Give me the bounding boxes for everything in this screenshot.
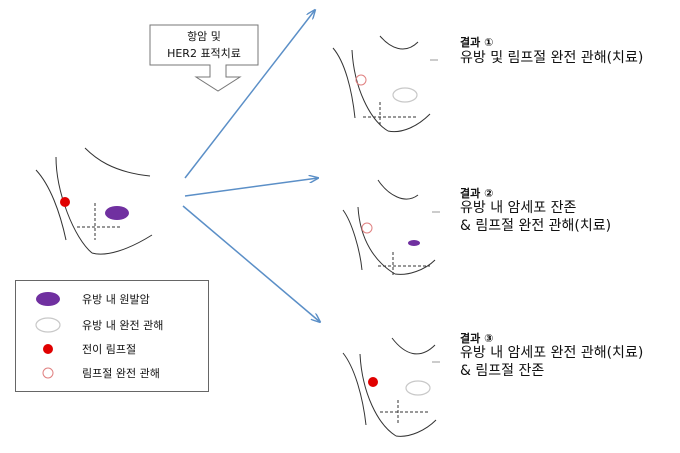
primary-tumor-initial <box>105 206 129 220</box>
treatment-callout: 항암 및 HER2 표적치료 <box>150 25 258 65</box>
arrow-to-outcome-1 <box>184 10 315 179</box>
metastatic-node-initial <box>60 197 70 207</box>
outcome-1-sketch <box>332 35 431 133</box>
outcome-2-sketch <box>342 179 436 277</box>
legend-item-metastatic-node: 전이 림프절 <box>16 339 208 359</box>
arrow-to-outcome-2 <box>184 178 318 197</box>
legend-item-tumor-response: 유방 내 완전 관해 <box>16 315 208 335</box>
outcome-2-desc-line-1: 유방 내 암세포 잔존 <box>460 200 577 216</box>
filled-ellipse-icon <box>36 292 60 306</box>
legend-label: 림프절 완전 관해 <box>82 367 160 380</box>
outcome-1-desc-line-1: 유방 및 림프절 완전 관해(치료) <box>460 50 644 66</box>
outcome-1-title: 결과 ① <box>460 36 494 49</box>
initial-breast-sketch <box>35 147 153 255</box>
outline-circle-icon <box>42 367 54 379</box>
outcome-3-title: 결과 ③ <box>460 332 494 345</box>
arrow-to-outcome-3 <box>182 205 320 322</box>
responded-node-outcome-2 <box>361 222 373 234</box>
outcome-3-desc-line-2: & 림프절 잔존 <box>460 363 545 379</box>
filled-circle-icon <box>43 344 53 354</box>
legend-label: 유방 내 완전 관해 <box>82 319 164 332</box>
responded-tumor-outcome-3 <box>405 380 431 396</box>
outcome-2-title: 결과 ② <box>460 187 494 200</box>
outline-ellipse-icon <box>35 317 61 333</box>
responded-tumor-outcome-1 <box>392 87 418 103</box>
outcome-3-desc-line-1: 유방 내 암세포 완전 관해(치료) <box>460 345 644 361</box>
legend-label: 유방 내 원발암 <box>82 293 150 306</box>
legend-item-node-response: 림프절 완전 관해 <box>16 363 208 383</box>
legend-label: 전이 림프절 <box>82 343 137 356</box>
legend: 유방 내 원발암 유방 내 완전 관해 전이 림프절 림프절 완전 관해 <box>15 280 209 392</box>
callout-line-2: HER2 표적치료 <box>167 47 241 60</box>
outcome-2-desc-line-2: & 림프절 완전 관해(치료) <box>460 218 612 234</box>
callout-line-1: 항암 및 <box>187 30 221 43</box>
legend-item-primary-tumor: 유방 내 원발암 <box>16 289 208 309</box>
metastatic-node-outcome-3 <box>368 377 378 387</box>
responded-node-outcome-1 <box>355 74 367 86</box>
callout-arrow-shape <box>149 24 259 92</box>
residual-tumor-outcome-2 <box>408 240 420 246</box>
outcome-3-sketch <box>342 337 437 437</box>
